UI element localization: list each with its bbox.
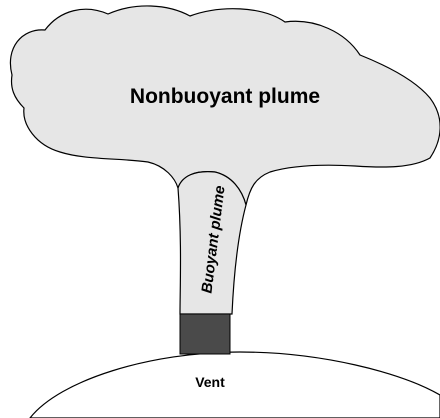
vent-block — [180, 314, 230, 354]
ground-surface — [30, 352, 440, 418]
nonbuoyant-plume-label: Nonbuoyant plume — [130, 85, 320, 108]
vent-label: Vent — [195, 374, 225, 390]
